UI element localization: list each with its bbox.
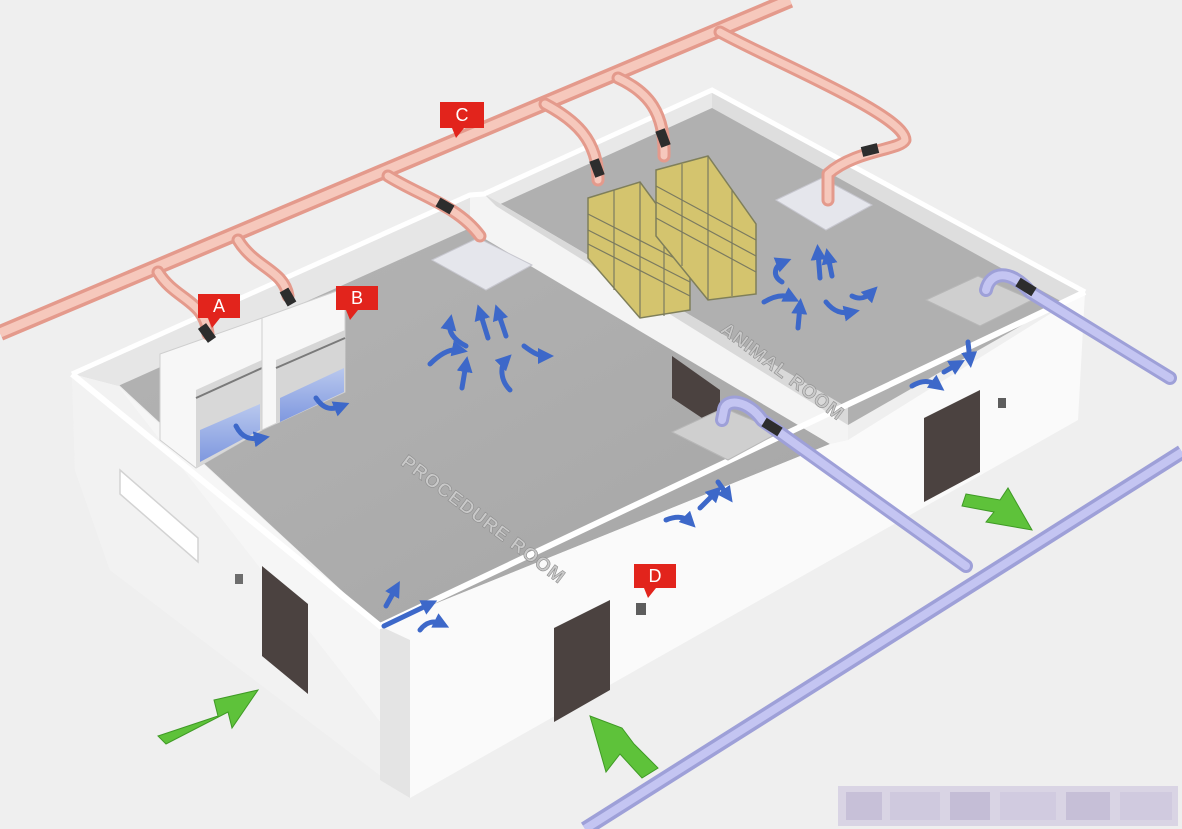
airflow-arrow-icon: [761, 287, 800, 305]
supply-air-arrow-icon: [157, 689, 260, 745]
airflow-arrow-icon: [849, 286, 878, 304]
airflow-arrow-icon: [941, 360, 965, 375]
airflow-arrow-icon: [383, 581, 400, 609]
supply-branch-ducts: [715, 268, 1177, 573]
airflow-arrow-icon: [474, 304, 491, 341]
supply-air-arrow-icon: [961, 487, 1033, 531]
airflow-arrow-icon: [823, 299, 860, 322]
airflow-arrow-icon: [427, 340, 468, 367]
animal-room-door: [924, 390, 980, 502]
animal-room-right-wall: [712, 90, 1085, 304]
airflow-arrow-icon: [381, 600, 438, 629]
callout-pin-icon: [634, 564, 676, 598]
callout-d: D: [634, 564, 676, 598]
airflow-arrow-icon: [663, 510, 696, 528]
procedure-exhaust-canopy: [430, 237, 534, 291]
callout-b-label: B: [351, 288, 363, 308]
airflow-arrow-icon: [417, 613, 450, 633]
partition-wall: [470, 194, 848, 444]
airflow-arrow-icon: [961, 339, 978, 368]
airflow-arrow-icon: [715, 479, 733, 503]
supply-air-arrow-icon: [589, 715, 659, 779]
side-door: [262, 566, 308, 694]
airflow-arrow-icon: [313, 395, 350, 417]
front-left-wall-outer: [72, 374, 410, 798]
supply-air-arrows: [157, 487, 1033, 779]
callout-c: C: [440, 102, 484, 138]
side-light-switch: [235, 574, 243, 584]
airflow-arrow-icon: [810, 244, 827, 281]
airflow-arrow-icon: [456, 356, 473, 391]
fume-hood-b: [261, 287, 346, 431]
airflow-arrow-icon: [791, 298, 808, 331]
airflow-arrow-icon: [697, 486, 722, 511]
airflow-arrow-icon: [494, 354, 513, 393]
procedure-room-back-wall: [72, 195, 470, 386]
procedure-room-door: [554, 600, 610, 722]
animal-cage-rack-2: [655, 155, 757, 301]
airflow-arrow-icon: [821, 248, 838, 279]
wall-top-rim-front: [70, 289, 1087, 630]
room-pressure-monitor: [636, 603, 646, 615]
callout-c-label: C: [456, 105, 469, 125]
exhaust-branch-ducts: [151, 25, 912, 343]
partition-door: [672, 356, 720, 430]
supply-main-duct: [580, 445, 1182, 829]
wall-top-rim: [70, 87, 1087, 377]
animal-room-switch: [998, 398, 1006, 408]
callout-pin-icon: [198, 294, 240, 328]
airflow-arrow-icon: [492, 304, 509, 339]
callout-a-label: A: [213, 296, 225, 316]
callout-b: B: [336, 286, 378, 320]
callout-d-label: D: [649, 566, 662, 586]
exhaust-main-duct: [0, 0, 794, 341]
wall-window: [119, 468, 199, 564]
airflow-arrow-icon: [233, 423, 270, 448]
airflow-arrow-icon: [521, 343, 554, 364]
callout-pin-icon: [336, 286, 378, 320]
blurred-watermark: [838, 786, 1178, 826]
airflow-arrows: [233, 244, 978, 633]
callout-a: A: [198, 294, 240, 328]
airflow-arrow-icon: [909, 374, 945, 391]
callout-pin-icon: [440, 102, 484, 138]
wall-corner: [380, 626, 410, 798]
airflow-arrow-icon: [773, 257, 792, 285]
